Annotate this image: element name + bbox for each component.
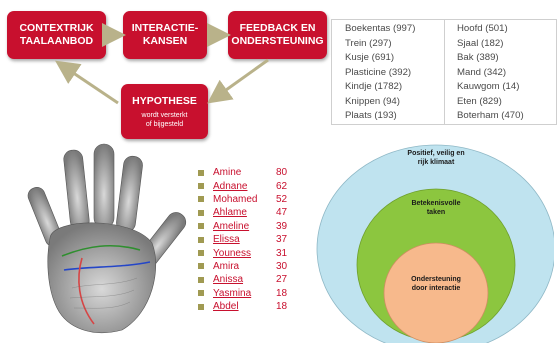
word-item: Hoofd (501) bbox=[457, 23, 508, 34]
list-item: Ameline 39 bbox=[198, 220, 308, 233]
word-item: Kauwgom (14) bbox=[457, 81, 520, 92]
person-name: Ahlame bbox=[213, 207, 247, 219]
flow-box-contextrijk-taalaanbod: CONTEXTRIJK TAALAANBOD bbox=[7, 11, 106, 59]
handprint-icon bbox=[27, 143, 187, 334]
person-name: Elissa bbox=[213, 234, 240, 246]
flow-box-feedback-ondersteuning: FEEDBACK EN ONDERSTEUNING bbox=[228, 11, 327, 59]
inner-circle bbox=[383, 242, 489, 343]
person-count: 52 bbox=[276, 193, 288, 205]
person-name: Anissa bbox=[213, 274, 244, 286]
hypothese-title: HYPOTHESE bbox=[132, 94, 197, 107]
word-frequency-table: Boekentas (997) Trein (297) Kusje (691) … bbox=[331, 19, 557, 125]
person-count: 80 bbox=[276, 167, 288, 179]
square-bullet-icon bbox=[198, 223, 204, 230]
flow-box-label: CONTEXTRIJK TAALAANBOD bbox=[19, 22, 94, 47]
hypothese-subtitle: wordt versterkt of bijgesteld bbox=[141, 111, 188, 128]
word-column-left: Boekentas (997) Trein (297) Kusje (691) … bbox=[332, 20, 444, 124]
person-count: 18 bbox=[276, 287, 288, 299]
word-item: Kusje (691) bbox=[345, 52, 395, 63]
person-count: 62 bbox=[276, 180, 288, 192]
word-item: Plaats (193) bbox=[345, 110, 397, 121]
arrow-3-to-4 bbox=[207, 58, 269, 104]
nested-circles-diagram: Positief, veilig en rijk klimaat Beteken… bbox=[314, 137, 554, 343]
list-item: Anissa 27 bbox=[198, 273, 308, 286]
person-name: Adnane bbox=[213, 180, 248, 192]
list-item: Amira 30 bbox=[198, 260, 308, 273]
person-name: Ameline bbox=[213, 220, 250, 232]
person-name: Abdel bbox=[213, 301, 239, 313]
middle-circle-label: Betekenisvolle taken bbox=[411, 200, 461, 216]
flow-box-interactiekansen: INTERACTIE- KANSEN bbox=[123, 11, 207, 59]
person-name: Amine bbox=[213, 167, 242, 179]
person-count: 31 bbox=[276, 247, 288, 259]
outer-circle-label: Positief, veilig en rijk klimaat bbox=[407, 150, 465, 166]
square-bullet-icon bbox=[198, 303, 204, 310]
names-list: Amine 80 Adnane 62 Mohamed 52 Ahlame 47 … bbox=[198, 166, 308, 313]
square-bullet-icon bbox=[198, 169, 204, 176]
square-bullet-icon bbox=[198, 263, 204, 270]
word-column-right: Hoofd (501) Sjaal (182) Bak (389) Mand (… bbox=[444, 20, 556, 124]
flow-box-hypothese: HYPOTHESE wordt versterkt of bijgesteld bbox=[121, 84, 208, 139]
word-item: Sjaal (182) bbox=[457, 37, 504, 49]
word-item: Bak (389) bbox=[457, 52, 499, 63]
person-name: Youness bbox=[213, 247, 251, 259]
list-item: Yasmina 18 bbox=[198, 287, 308, 300]
list-item: Abdel 18 bbox=[198, 300, 308, 313]
square-bullet-icon bbox=[198, 183, 204, 190]
list-item: Mohamed 52 bbox=[198, 193, 308, 206]
word-item: Plasticine (392) bbox=[345, 66, 412, 78]
square-bullet-icon bbox=[198, 276, 204, 283]
list-item: Ahlame 47 bbox=[198, 206, 308, 219]
flow-box-label: INTERACTIE- KANSEN bbox=[131, 22, 199, 47]
person-count: 37 bbox=[276, 234, 288, 246]
list-item: Youness 31 bbox=[198, 246, 308, 259]
word-item: Eten (829) bbox=[457, 95, 502, 107]
list-item: Amine 80 bbox=[198, 166, 308, 179]
word-item: Knippen (94) bbox=[345, 95, 400, 107]
square-bullet-icon bbox=[198, 250, 204, 257]
person-count: 18 bbox=[276, 301, 288, 313]
square-bullet-icon bbox=[198, 236, 204, 243]
square-bullet-icon bbox=[198, 209, 204, 216]
person-count: 39 bbox=[276, 220, 288, 232]
person-count: 30 bbox=[276, 260, 288, 272]
square-bullet-icon bbox=[198, 196, 204, 203]
flow-box-label: FEEDBACK EN ONDERSTEUNING bbox=[231, 22, 324, 47]
word-item: Trein (297) bbox=[345, 37, 392, 49]
inner-circle-label: Ondersteuning door interactie bbox=[411, 276, 461, 292]
person-count: 47 bbox=[276, 207, 288, 219]
word-item: Kindje (1782) bbox=[345, 81, 403, 92]
person-name: Amira bbox=[213, 260, 240, 272]
person-name: Mohamed bbox=[213, 193, 258, 205]
word-item: Boterham (470) bbox=[457, 110, 524, 121]
list-item: Adnane 62 bbox=[198, 179, 308, 192]
arrow-4-to-1 bbox=[55, 60, 119, 105]
person-count: 27 bbox=[276, 274, 288, 286]
word-item: Mand (342) bbox=[457, 66, 507, 78]
person-name: Yasmina bbox=[213, 287, 252, 299]
list-item: Elissa 37 bbox=[198, 233, 308, 246]
word-item: Boekentas (997) bbox=[345, 23, 416, 34]
square-bullet-icon bbox=[198, 290, 204, 297]
